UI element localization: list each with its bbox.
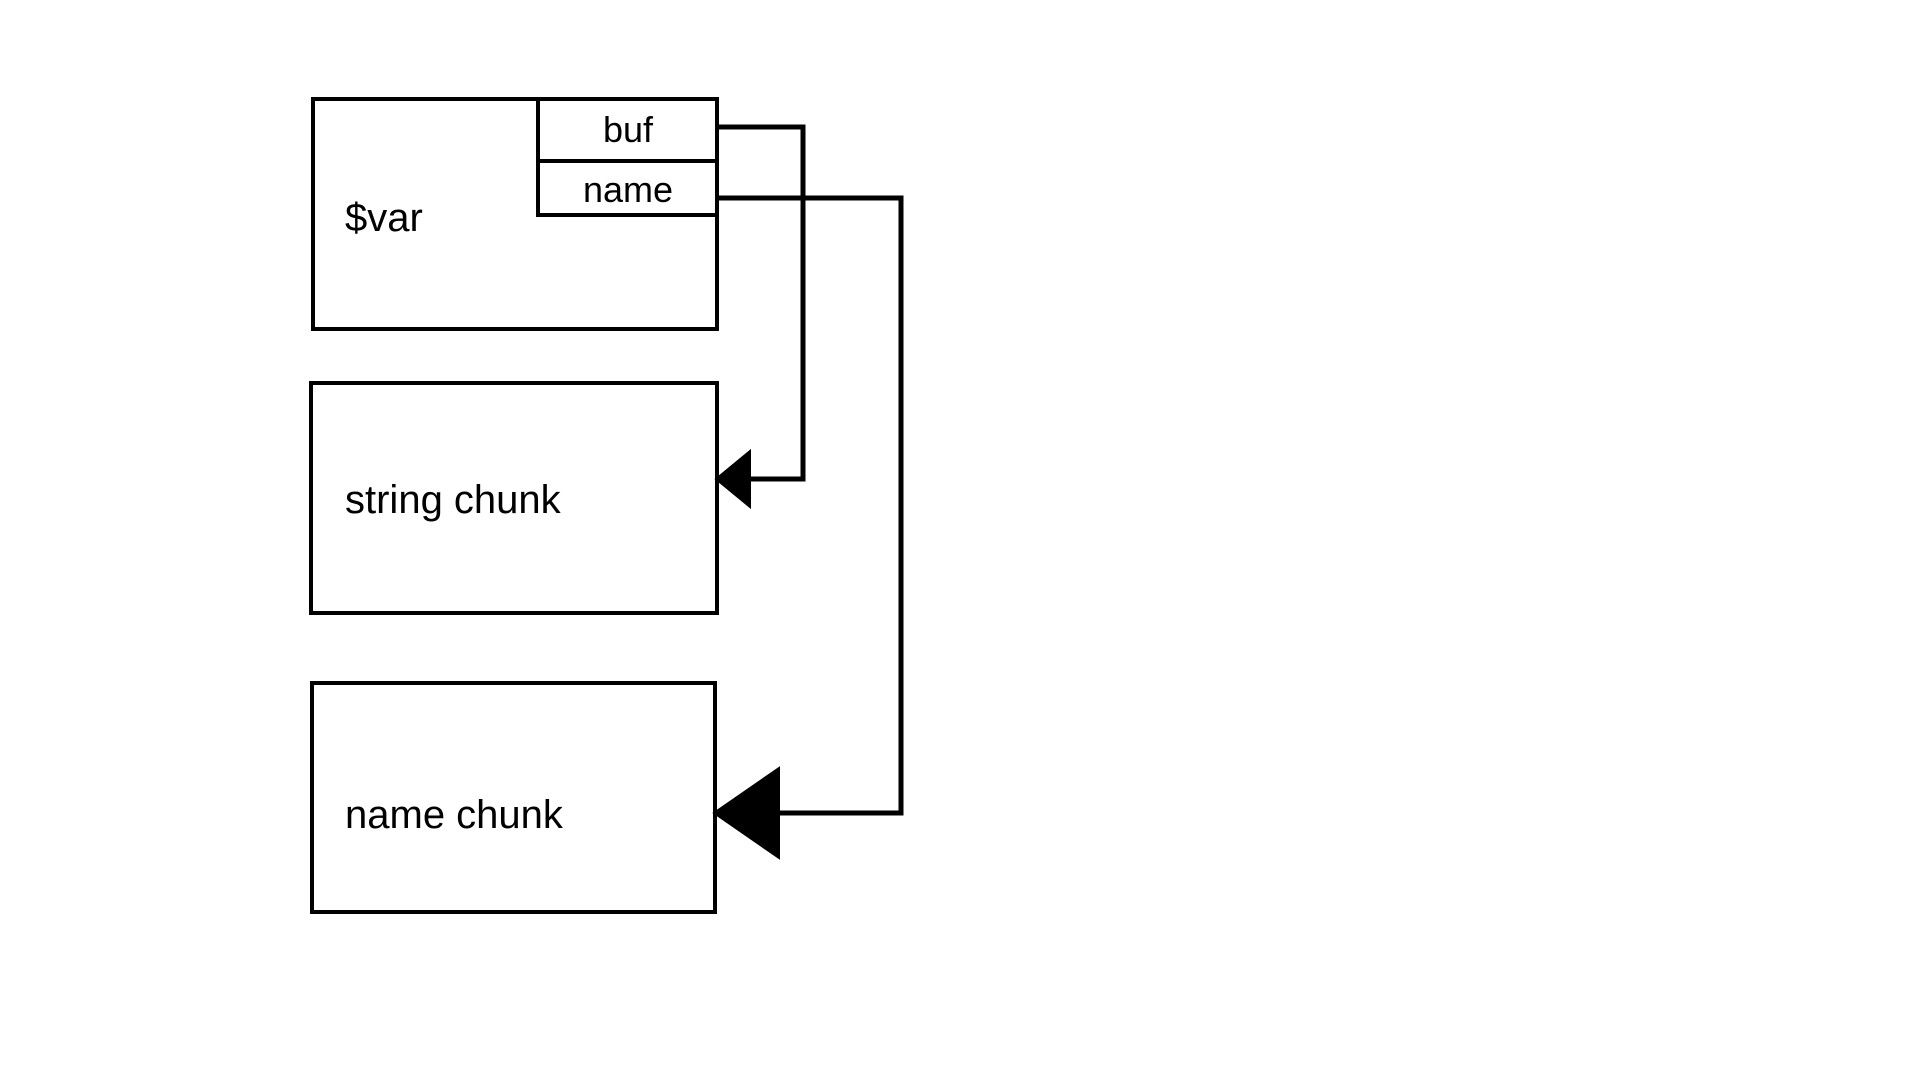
field-box-name[interactable] [536, 159, 719, 217]
connector-name-pointer [717, 195, 904, 816]
chunk-box-string[interactable] [309, 381, 719, 615]
chunk-label-name: name chunk [345, 793, 563, 837]
arrowhead-name-pointer [712, 766, 780, 860]
chunk-label-string: string chunk [345, 478, 561, 522]
connector-buf-pointer [717, 124, 806, 482]
field-label-name: name [582, 169, 674, 210]
struct-label-var: $var [345, 196, 423, 240]
chunk-box-name[interactable] [310, 681, 717, 914]
field-label-buf: buf [602, 109, 654, 150]
arrowhead-buf-pointer [714, 448, 751, 510]
